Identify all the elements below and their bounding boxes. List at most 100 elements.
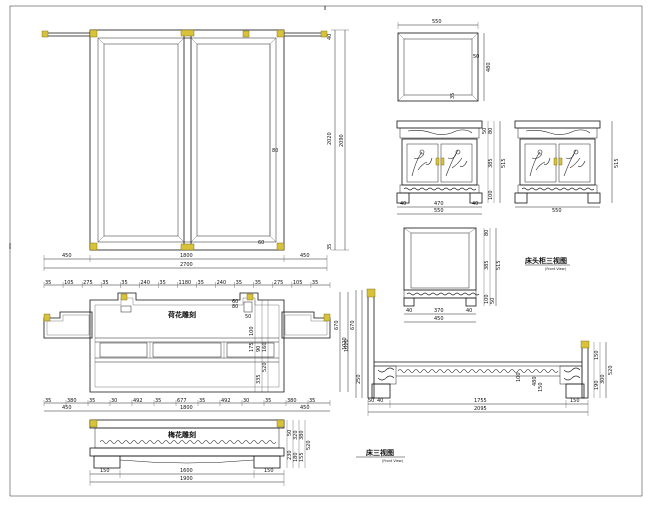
dim-text: 35 <box>199 398 205 404</box>
dim-text: 35 <box>312 280 318 286</box>
dim-text: 1180 <box>178 280 191 286</box>
dim-text: 40 <box>472 201 478 207</box>
dim-text: 450 <box>300 253 310 259</box>
gold-cap <box>320 30 328 38</box>
dim-text: 80 <box>488 128 494 134</box>
dim-text: 160 <box>262 342 268 352</box>
dim-text: 492 <box>221 398 231 404</box>
dim-text: 80 <box>232 304 238 310</box>
dim-text: 40 <box>400 201 406 207</box>
bed-views-title: 床三视图 <box>366 448 394 457</box>
dim-text: 35 <box>255 280 261 286</box>
dim-text: 155 <box>299 452 305 462</box>
dim-text: 35 <box>89 398 95 404</box>
dim-text: 40 <box>327 34 333 40</box>
dim-text: 50 <box>245 314 251 320</box>
dim-text: 1755 <box>474 398 487 404</box>
dim-text: 105 <box>64 280 74 286</box>
dim-text: 30 <box>243 398 249 404</box>
lotus-carving-label: 荷花雕刻 <box>167 310 196 319</box>
dim-text: 35 <box>159 280 165 286</box>
dim-text: 250 <box>356 374 362 384</box>
cabinet-top-view: 550 480 50 35 <box>397 19 492 102</box>
dim-text: 515 <box>496 260 502 270</box>
dim-text: 60 <box>232 299 238 305</box>
gold-cap <box>242 30 250 38</box>
bed-views-subtitle: (Front View) <box>382 459 404 463</box>
dim-text: 150 <box>538 382 544 392</box>
dim-text: 480 <box>532 376 538 386</box>
dim-text: 470 <box>434 201 444 207</box>
dim-text: 50 <box>490 298 496 304</box>
dim-text: 385 <box>484 260 490 270</box>
dim-text: 60 <box>258 240 264 246</box>
dim-text: 2700 <box>180 262 193 268</box>
dim-text: 335 <box>256 374 262 384</box>
dim-text: 2090 <box>339 134 345 147</box>
dim-text: 80 <box>272 148 278 154</box>
dim-text: 105 <box>293 280 303 286</box>
dim-text: 380 <box>299 430 305 440</box>
dim-text: 480 <box>486 62 492 72</box>
dim-text: 520 <box>608 365 614 375</box>
dim-text: 380 <box>287 398 297 404</box>
cabinet-front-view: 40 470 40 550 515 385 80 100 50 <box>396 120 507 215</box>
dim-text: 90 <box>256 346 262 352</box>
dim-text: 450 <box>62 405 72 411</box>
dim-text: 35 <box>198 280 204 286</box>
dim-text: 190 <box>594 380 600 390</box>
dim-text: 40 <box>406 308 412 314</box>
dim-text: 550 <box>552 208 562 214</box>
dim-text: 677 <box>177 398 187 404</box>
dim-text: 100 <box>249 326 255 336</box>
dim-text: 1020 <box>344 339 350 352</box>
dim-text: 515 <box>614 158 620 168</box>
dim-text: 100 <box>484 294 490 304</box>
dim-text: 1800 <box>180 405 193 411</box>
dim-text: 275 <box>274 280 284 286</box>
dim-text: 550 <box>432 19 442 25</box>
gold-cap <box>41 30 49 38</box>
dim-text: 35 <box>450 93 456 99</box>
dim-text: 2020 <box>327 132 333 145</box>
dim-text: 380 <box>67 398 77 404</box>
dim-text: 300 <box>600 374 606 384</box>
dim-text: 35 <box>236 280 242 286</box>
dim-text: 150 <box>570 398 580 404</box>
dim-text: 30 <box>111 398 117 404</box>
dim-text: 520 <box>306 440 312 450</box>
dim-text: 35 <box>102 280 108 286</box>
dim-text: 550 <box>434 208 444 214</box>
dim-text: 35 <box>265 398 271 404</box>
dim-text: 150 <box>264 468 274 474</box>
cabinet-views-subtitle: (Front View) <box>545 267 567 271</box>
bed-side-elevation: 50 40 1755 150 2095 670 1020 250 480 150… <box>344 288 614 463</box>
dim-text: 240 <box>140 280 150 286</box>
dim-text: 370 <box>434 308 444 314</box>
dim-text: 40 <box>377 398 383 404</box>
dim-text: 150 <box>594 350 600 360</box>
plum-carving-label: 梅花雕刻 <box>168 430 196 439</box>
dim-text: 670 <box>350 320 356 330</box>
cabinet-front-view-2: 550 515 <box>514 120 620 214</box>
dim-text: 450 <box>434 316 444 322</box>
dim-text: 670 <box>334 320 340 330</box>
dim-text: 150 <box>100 468 110 474</box>
dim-text: 35 <box>327 244 333 250</box>
dim-text: 1020 <box>342 337 348 350</box>
dim-text: 40 <box>466 308 472 314</box>
dim-text: 520 <box>262 362 268 372</box>
dim-text: 1900 <box>180 476 193 482</box>
dim-text: 35 <box>309 398 315 404</box>
dim-text: 1600 <box>180 468 193 474</box>
dim-text: 320 <box>293 430 299 440</box>
dim-text: 35 <box>121 280 127 286</box>
dim-text: 50 <box>368 398 374 404</box>
dim-text: 385 <box>488 158 494 168</box>
dim-text: 175 <box>249 342 255 352</box>
dim-text: 2095 <box>474 406 487 412</box>
dim-text: 50 <box>482 128 488 134</box>
dim-text: 50 <box>287 430 293 436</box>
